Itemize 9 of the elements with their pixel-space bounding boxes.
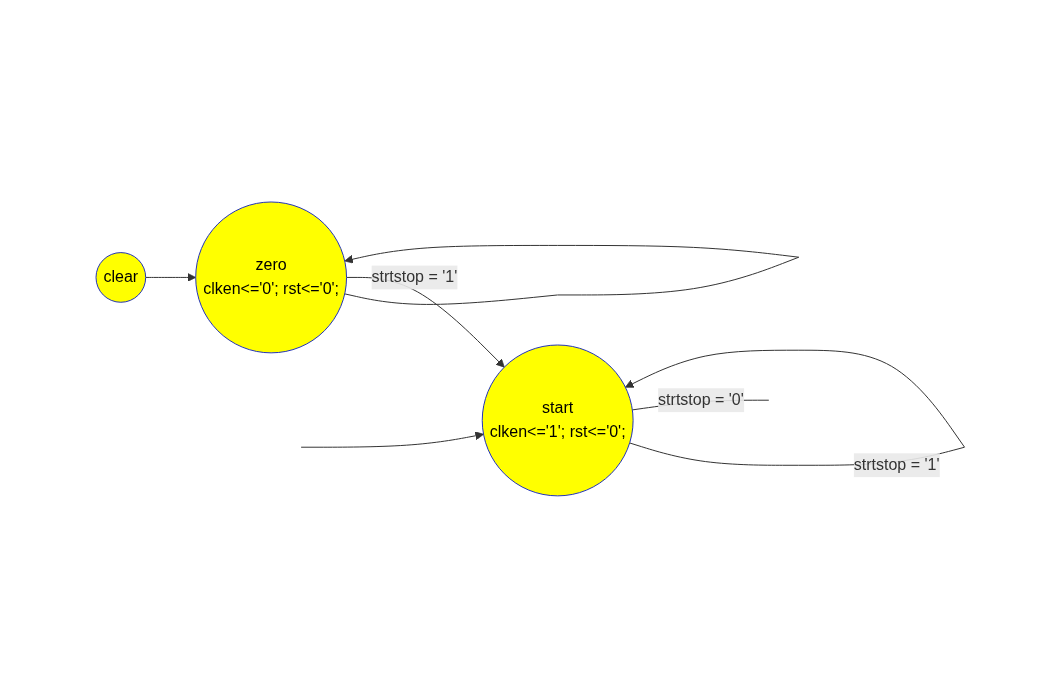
edge-label: strtstop = '0' <box>657 390 744 408</box>
arrow <box>144 272 196 282</box>
arrow <box>343 244 799 305</box>
edge-label: strtstop = '1' <box>371 267 457 285</box>
node-circle: start clken<='1'; rst<='0'; <box>481 344 634 496</box>
node-circle: clear <box>95 251 146 303</box>
arrow <box>300 431 484 448</box>
edge-label: strtstop = '1' <box>853 455 940 473</box>
node-circle: zero clken<='0'; rst<='0'; <box>194 201 347 353</box>
